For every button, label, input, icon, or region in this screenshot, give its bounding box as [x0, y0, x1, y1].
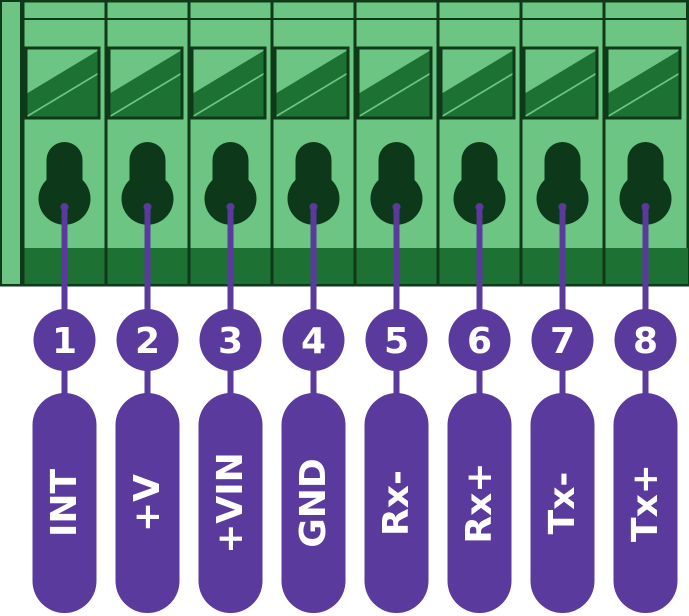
pin-contact-dot	[392, 203, 401, 211]
pin-contact-dot	[226, 203, 235, 211]
pin-label: Rx+	[459, 462, 500, 543]
clamp-window-frame	[522, 46, 599, 120]
housing-end-cap	[0, 0, 22, 286]
pin-label: +V	[127, 474, 168, 532]
clamp-window-bevel	[358, 50, 431, 116]
pin-label: Tx+	[625, 464, 666, 542]
clamp-window-frame	[190, 46, 267, 120]
pin-number: 2	[135, 321, 160, 362]
pin-number: 4	[301, 321, 326, 362]
clamp-window-bevel	[524, 50, 597, 116]
pin-label-pill	[115, 393, 180, 613]
clamp-window-frame	[273, 46, 350, 120]
pin-5: 5Rx-	[364, 203, 429, 613]
clamp-window-shadow	[607, 74, 680, 118]
clamp-window-shadow	[524, 74, 597, 118]
housing-body	[0, 0, 689, 287]
wire-entry-slot	[121, 142, 174, 225]
terminal-block-housing	[0, 0, 689, 287]
wire-entry-slot	[204, 142, 257, 225]
clamp-window-shadow	[192, 74, 265, 118]
pin-number-badge	[33, 309, 96, 371]
pin-number-badge	[199, 309, 262, 371]
pin-label-pill	[198, 393, 263, 613]
clamp-window-shadow	[358, 74, 431, 118]
wire-entry-slot	[619, 142, 672, 225]
clamp-window-shadow	[109, 74, 182, 118]
pin-label: +VIN	[210, 452, 251, 554]
pin-label: INT	[44, 469, 85, 538]
pin-label-pill	[32, 393, 97, 613]
pin-contact-dot	[641, 203, 650, 211]
pin-label: GND	[293, 458, 334, 548]
pin-number-badge	[116, 309, 179, 371]
pin-number: 8	[633, 321, 658, 362]
slot-top-ridge	[603, 0, 688, 20]
pin-number-badge	[531, 309, 594, 371]
pin-number: 5	[384, 321, 409, 362]
pin-number-badge	[365, 309, 428, 371]
clamp-window-frame	[107, 46, 184, 120]
pin-number: 3	[218, 321, 243, 362]
pin-contact-dot	[558, 203, 567, 211]
pin-8: 8Tx+	[613, 203, 678, 613]
clamp-window-shadow	[441, 74, 514, 118]
pin-contact-dot	[309, 203, 318, 211]
pin-number-badge	[448, 309, 511, 371]
pin-contact-dot	[143, 203, 152, 211]
clamp-window-bevel	[275, 50, 348, 116]
housing-bottom-band	[1, 248, 688, 284]
pin-label: Rx-	[376, 470, 417, 536]
pin-label-pill	[281, 393, 346, 613]
pin-contact-dot	[60, 203, 69, 211]
wire-entry-slot	[536, 142, 589, 225]
clamp-window-bevel	[607, 50, 680, 116]
pin-2: 2 +V	[115, 203, 180, 613]
clamp-window-frame	[605, 46, 682, 120]
pin-number: 7	[550, 321, 575, 362]
wire-entry-slot	[453, 142, 506, 225]
clamp-window-bevel	[441, 50, 514, 116]
pin-label-pill	[530, 393, 595, 613]
pin-3: 3 +VIN	[198, 203, 263, 613]
clamp-window-bevel	[109, 50, 182, 116]
pin-label: Tx-	[542, 472, 583, 535]
pin-contact-dot	[475, 203, 484, 211]
clamp-window-shadow	[26, 74, 99, 118]
wire-entry-slot	[287, 142, 340, 225]
clamp-window-bevel	[192, 50, 265, 116]
pin-7: 7Tx-	[530, 203, 595, 613]
clamp-window-frame	[439, 46, 516, 120]
pin-number: 1	[52, 321, 77, 362]
pin-number-badge	[614, 309, 677, 371]
pin-number: 6	[467, 321, 492, 362]
clamp-window-shadow	[275, 74, 348, 118]
pin-6: 6Rx+	[447, 203, 512, 613]
clamp-window-frame	[356, 46, 433, 120]
wire-entry-slot	[370, 142, 423, 225]
pin-label-pill	[447, 393, 512, 613]
clamp-window-bevel	[26, 50, 99, 116]
wire-entry-slot	[38, 142, 91, 225]
pin-label-pill	[613, 393, 678, 613]
pin-label-pill	[364, 393, 429, 613]
pin-number-badge	[282, 309, 345, 371]
clamp-window-frame	[24, 46, 101, 120]
